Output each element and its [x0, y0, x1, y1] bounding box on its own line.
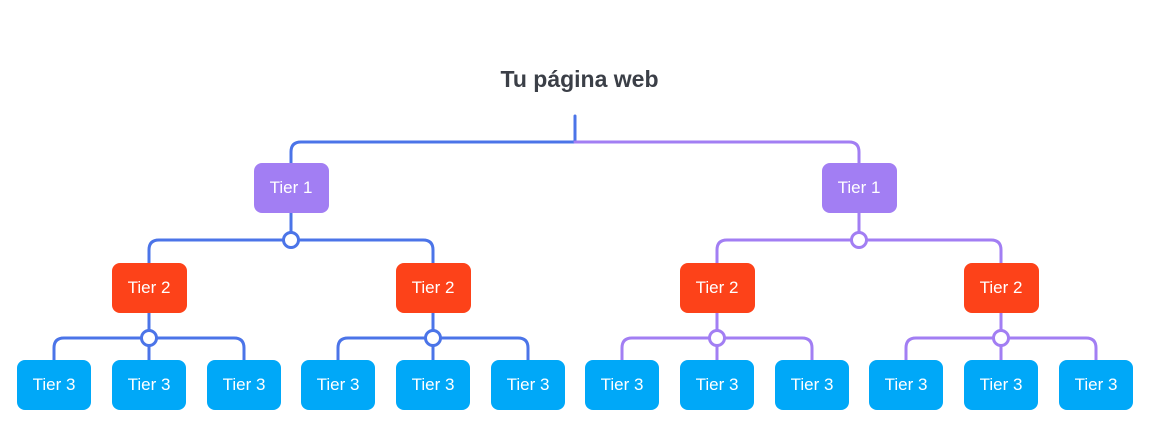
- tier3-node: Tier 3: [680, 360, 754, 410]
- tier1-node: Tier 1: [253, 163, 329, 213]
- tier2-node: Tier 2: [679, 263, 755, 313]
- tier2-node: Tier 2: [395, 263, 471, 313]
- diagram-title: Tu página web: [500, 66, 659, 92]
- tier2-node: Tier 2: [963, 263, 1039, 313]
- tier2-hub-0-1: [424, 329, 442, 347]
- tier3-node: Tier 3: [491, 360, 565, 410]
- tier3-node: Tier 3: [775, 360, 849, 410]
- tier3-node: Tier 3: [964, 360, 1038, 410]
- root-left-connector: [289, 140, 577, 165]
- tier3-node: Tier 3: [17, 360, 91, 410]
- tier1-hub-0: [282, 231, 300, 249]
- tier2-hub-1-1: [992, 329, 1010, 347]
- tier3-node: Tier 3: [585, 360, 659, 410]
- tier2-node: Tier 2: [111, 263, 187, 313]
- tier3-node: Tier 3: [396, 360, 470, 410]
- tier3-node: Tier 3: [869, 360, 943, 410]
- tier3-node: Tier 3: [1059, 360, 1133, 410]
- root-right-connector: [573, 140, 861, 165]
- tier1-hub-1: [850, 231, 868, 249]
- tier2-hub-1-0: [708, 329, 726, 347]
- tier3-node: Tier 3: [207, 360, 281, 410]
- tier3-node: Tier 3: [112, 360, 186, 410]
- tier1-node: Tier 1: [821, 163, 897, 213]
- tier2-hub-0-0: [140, 329, 158, 347]
- tier3-node: Tier 3: [301, 360, 375, 410]
